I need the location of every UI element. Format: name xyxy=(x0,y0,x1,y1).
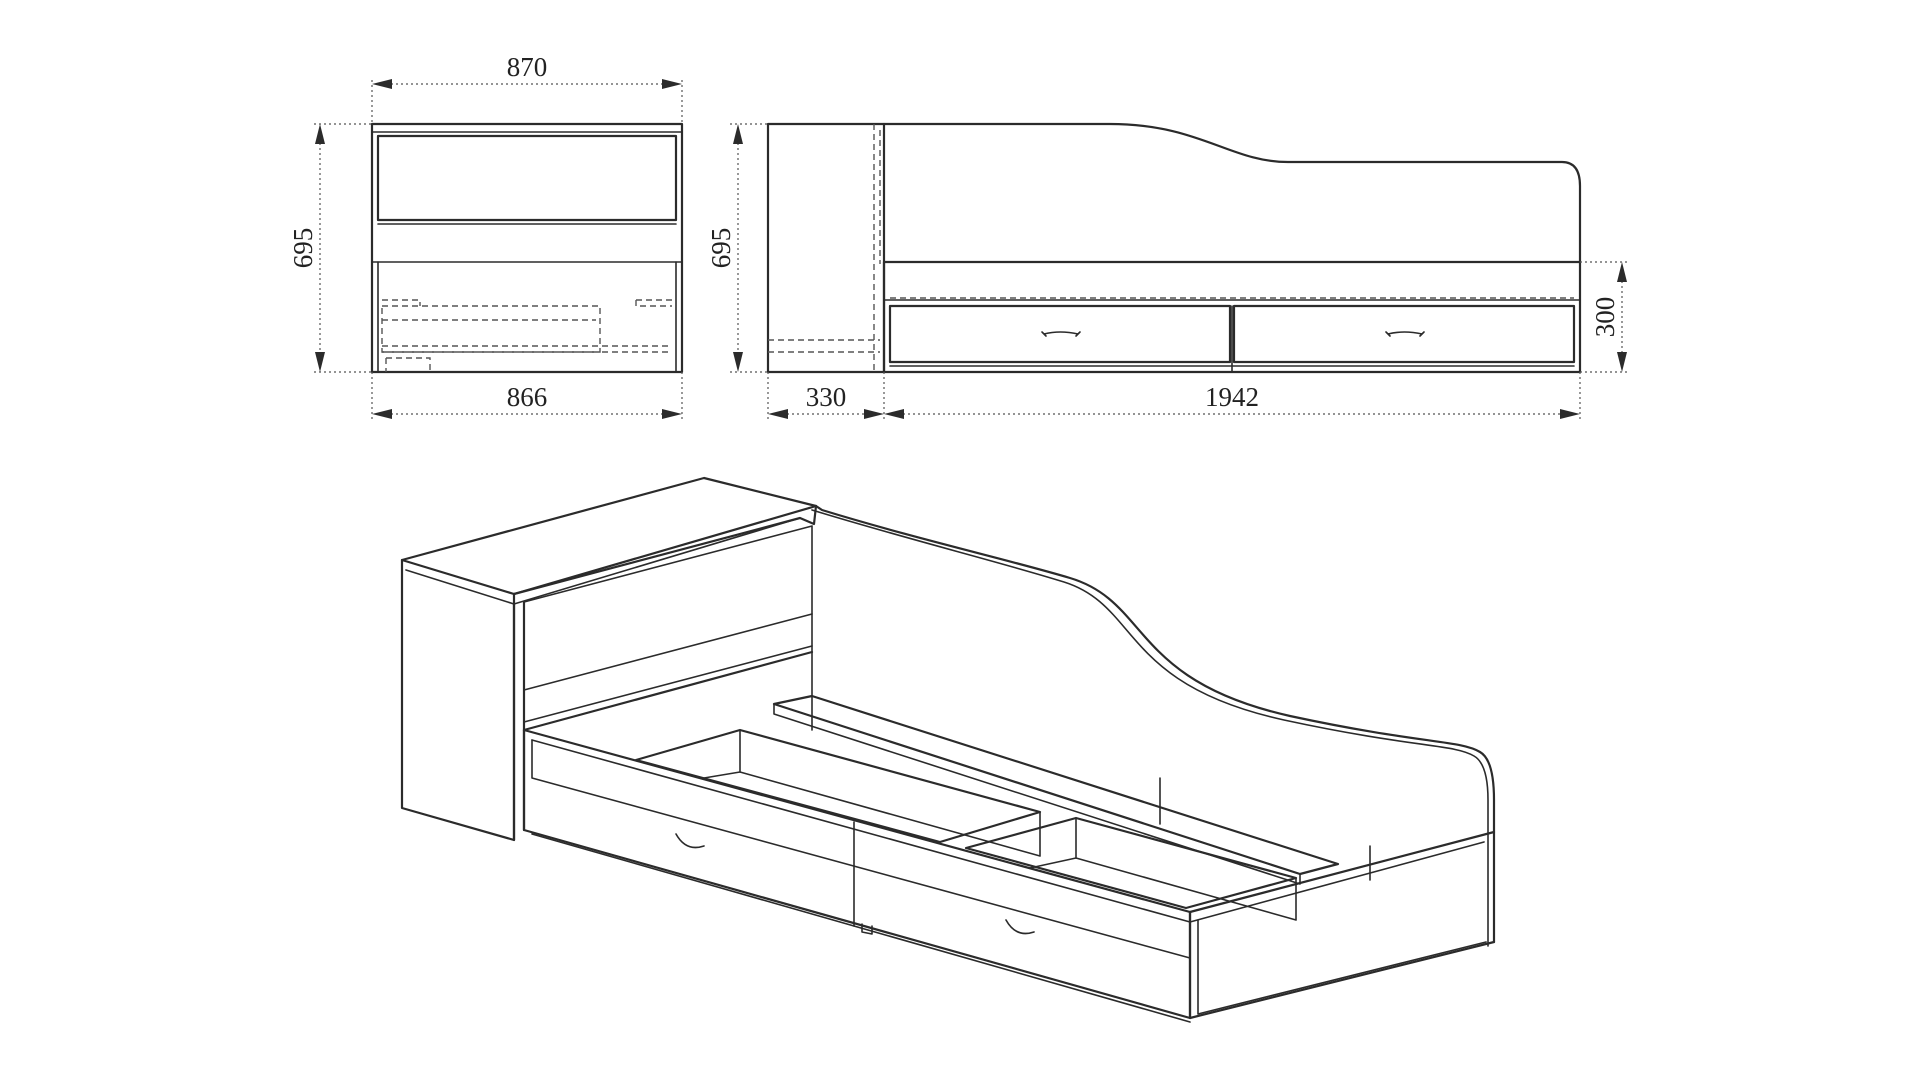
iso-drawer-right-handle xyxy=(1005,919,1035,935)
dim-label-1942: 1942 xyxy=(1205,382,1259,412)
side-drawer-left-handle xyxy=(1041,331,1081,337)
front-upper-panel xyxy=(376,134,678,222)
front-hidden-foot xyxy=(385,357,431,372)
iso-cabinet-side xyxy=(400,558,516,842)
dim-label-330: 330 xyxy=(806,382,847,412)
iso-foot-end xyxy=(1188,910,1496,1020)
front-hidden-runner xyxy=(635,299,672,307)
side-dimensions: 695 330 1942 300 xyxy=(706,123,1628,420)
front-view xyxy=(370,122,684,374)
dim-label-side-695: 695 xyxy=(706,228,736,269)
side-headboard-profile xyxy=(882,122,1582,264)
dim-label-front-695: 695 xyxy=(288,228,318,269)
front-dimensions: 870 866 695 xyxy=(288,52,683,420)
side-cabinet-hidden-base xyxy=(768,339,880,353)
side-drawer-right xyxy=(1232,304,1576,364)
front-hidden-rails xyxy=(382,319,672,353)
iso-cabinet-top xyxy=(400,476,818,596)
front-outline xyxy=(370,122,684,374)
dim-label-866: 866 xyxy=(507,382,548,412)
iso-back-shelf xyxy=(772,694,1340,876)
dim-label-870: 870 xyxy=(507,52,548,82)
iso-headboard-top xyxy=(512,504,818,596)
side-drawer-right-handle xyxy=(1385,331,1425,337)
iso-side-panel-curve xyxy=(814,504,1496,944)
side-cabinet-hidden xyxy=(873,124,881,372)
iso-drawer-left-handle xyxy=(675,833,705,849)
isometric-view xyxy=(400,476,1496,1023)
iso-drawer-face xyxy=(522,728,1192,1020)
iso-slat-box-right xyxy=(964,816,1298,910)
iso-shelf-line xyxy=(523,613,813,691)
side-cabinet xyxy=(766,122,886,374)
side-drawer-left xyxy=(888,304,1232,364)
front-hidden-drawer xyxy=(381,299,601,353)
dim-label-300: 300 xyxy=(1590,297,1620,338)
side-view xyxy=(766,122,1582,374)
